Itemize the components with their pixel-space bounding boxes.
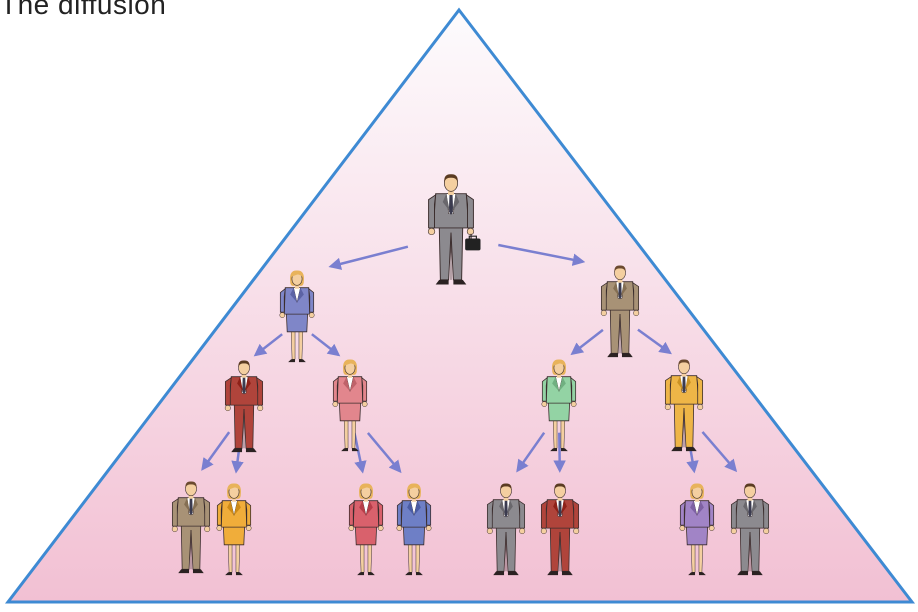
person-male-l2-right	[600, 265, 640, 358]
arrow-top-to-l2-left	[328, 245, 409, 270]
arrow-l3-c-to-l4-6	[553, 432, 566, 473]
person-female-l4-4	[396, 483, 432, 576]
arrow-l2-left-to-l3-a	[253, 333, 283, 357]
person-male-l4-5	[486, 483, 526, 576]
arrow-l2-right-to-l3-c	[570, 328, 604, 356]
people-layer	[171, 174, 770, 576]
arrow-l2-right-to-l3-d	[637, 328, 672, 355]
person-female-l4-2	[216, 483, 252, 576]
person-female-l3-b	[332, 359, 368, 452]
pyramid-triangle	[4, 7, 916, 604]
person-male-top	[427, 174, 481, 285]
person-female-l2-left	[279, 270, 315, 363]
person-male-l3-a	[224, 360, 264, 453]
person-female-l3-c	[541, 359, 577, 452]
person-female-l4-7	[679, 483, 715, 576]
person-male-l4-6	[540, 483, 580, 576]
person-male-l4-1	[171, 481, 211, 574]
person-male-l4-8	[730, 483, 770, 576]
arrow-l3-c-to-l4-5	[516, 431, 546, 473]
arrow-l3-b-to-l4-3	[353, 432, 367, 474]
arrow-top-to-l2-right	[498, 243, 586, 266]
arrow-l3-b-to-l4-4	[366, 432, 402, 474]
arrow-l3-d-to-l4-8	[701, 431, 738, 473]
arrow-l2-left-to-l3-b	[311, 333, 341, 357]
person-male-l3-d	[664, 359, 704, 452]
page-title: The diffusion	[0, 0, 167, 20]
person-female-l4-3	[348, 483, 384, 576]
arrow-l3-a-to-l4-1	[201, 431, 231, 471]
